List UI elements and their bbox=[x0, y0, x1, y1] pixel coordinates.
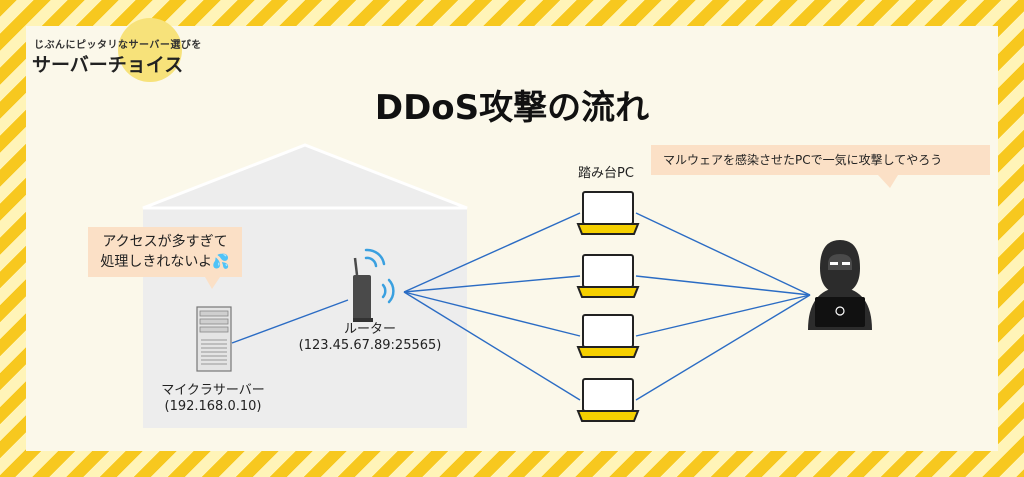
link-pc3-attacker bbox=[635, 294, 811, 337]
laptop-icon-1 bbox=[576, 191, 640, 235]
bot-pcs-label: 踏み台PC bbox=[578, 166, 634, 181]
hacker-icon bbox=[808, 240, 872, 330]
router-icon bbox=[353, 257, 373, 322]
router-label: ルーター (123.45.67.89:25565) bbox=[295, 322, 445, 354]
diagram-title: DDoS攻撃の流れ bbox=[374, 88, 650, 128]
link-router-pc3 bbox=[403, 291, 581, 337]
logo-circle bbox=[118, 18, 182, 82]
link-router-pc1 bbox=[403, 212, 581, 293]
server-icon bbox=[196, 306, 232, 372]
laptop-icon-2 bbox=[576, 254, 640, 298]
link-router-pc2 bbox=[403, 275, 581, 293]
brand-name[interactable]: サーバーチョイス bbox=[32, 54, 184, 76]
server-name: マイクラサーバー bbox=[161, 383, 265, 398]
link-router-pc4 bbox=[403, 291, 581, 401]
server-bubble-tail bbox=[205, 277, 220, 289]
link-pc4-attacker bbox=[635, 294, 811, 401]
router-ip: (123.45.67.89:25565) bbox=[298, 338, 442, 353]
laptop-icon-3 bbox=[576, 314, 640, 358]
link-pc1-attacker bbox=[635, 212, 811, 296]
brand-tagline: じぶんにピッタリなサーバー選びを bbox=[34, 40, 202, 51]
server-bubble-line1: アクセスが多すぎて bbox=[102, 234, 228, 250]
link-server-router bbox=[231, 299, 349, 344]
connection-lines bbox=[231, 212, 811, 401]
server-ip: (192.168.0.10) bbox=[164, 399, 262, 414]
wifi-signal-icon bbox=[364, 248, 395, 304]
server-speech-bubble: アクセスが多すぎて 処理しきれないよ💦 bbox=[88, 227, 242, 277]
router-name: ルーター bbox=[343, 322, 396, 337]
server-bubble-line2: 処理しきれないよ💦 bbox=[100, 254, 230, 270]
server-label: マイクラサーバー (192.168.0.10) bbox=[138, 383, 288, 415]
attacker-bubble-tail bbox=[878, 175, 898, 188]
link-pc2-attacker bbox=[635, 275, 811, 296]
laptop-icon-4 bbox=[576, 378, 640, 422]
house-roof-edge bbox=[142, 143, 468, 210]
attacker-speech-bubble: マルウェアを感染させたPCで一気に攻撃してやろう bbox=[651, 145, 990, 175]
